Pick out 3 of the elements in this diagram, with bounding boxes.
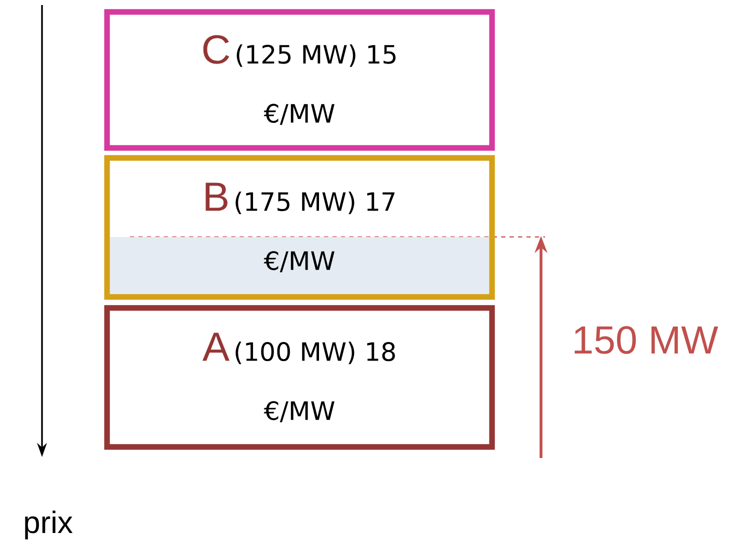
measure-label: 150 MW [574,326,718,354]
price-box: B (175 MW) 17 €/MW [104,155,495,300]
axis-label: prix [25,510,73,540]
